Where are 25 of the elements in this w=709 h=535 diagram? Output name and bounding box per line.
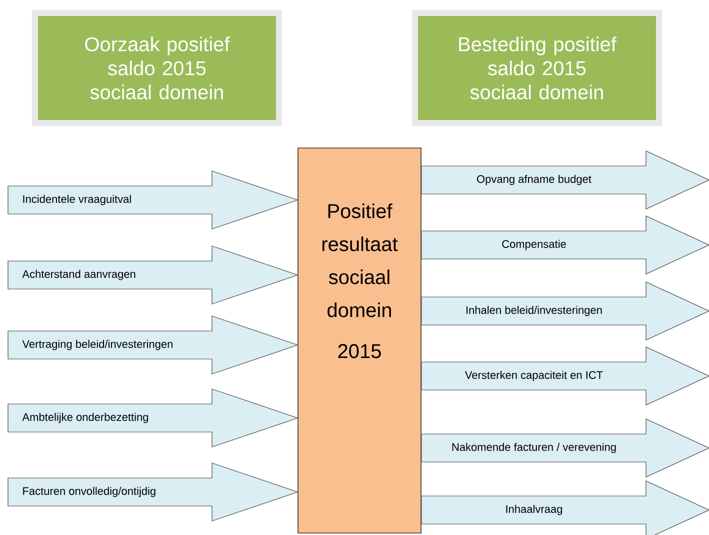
block-arrow xyxy=(8,316,299,374)
header-box: Oorzaak positief saldo 2015 sociaal domein xyxy=(32,10,282,126)
edge-label: Achterstand aanvragen xyxy=(22,270,136,280)
edge-label: Inhaalvraag xyxy=(506,504,562,516)
block-arrow xyxy=(8,388,299,448)
header-box: Besteding positief saldo 2015 sociaal domein xyxy=(412,10,662,126)
block-arrow xyxy=(421,150,709,210)
block-arrow xyxy=(421,418,709,478)
block-arrow xyxy=(8,462,299,522)
edge-label: Ambtelijke onderbezetting xyxy=(22,412,148,424)
result-box: Positief resultaat sociaal domein 2015 xyxy=(298,148,422,534)
edge-label: Nakomende facturen / verevening xyxy=(452,442,616,454)
edge-label: Compensatie xyxy=(502,240,566,250)
edge-label: Facturen onvolledig/ontijdig xyxy=(23,486,156,498)
edge-label: Inhalen beleid/investeringen xyxy=(466,306,602,316)
edge-label: Versterken capaciteit en ICT xyxy=(464,370,603,382)
edge-label: Opvang afname budget xyxy=(477,174,592,186)
block-arrow xyxy=(8,170,299,230)
block-arrow xyxy=(421,480,709,535)
edge-label: Incidentele vraaguitval xyxy=(23,194,131,206)
block-arrow xyxy=(8,246,299,304)
block-arrow xyxy=(421,282,709,340)
block-arrow xyxy=(421,216,709,274)
block-arrow xyxy=(421,346,709,406)
edge-label: Vertraging beleid/investeringen xyxy=(22,340,172,350)
